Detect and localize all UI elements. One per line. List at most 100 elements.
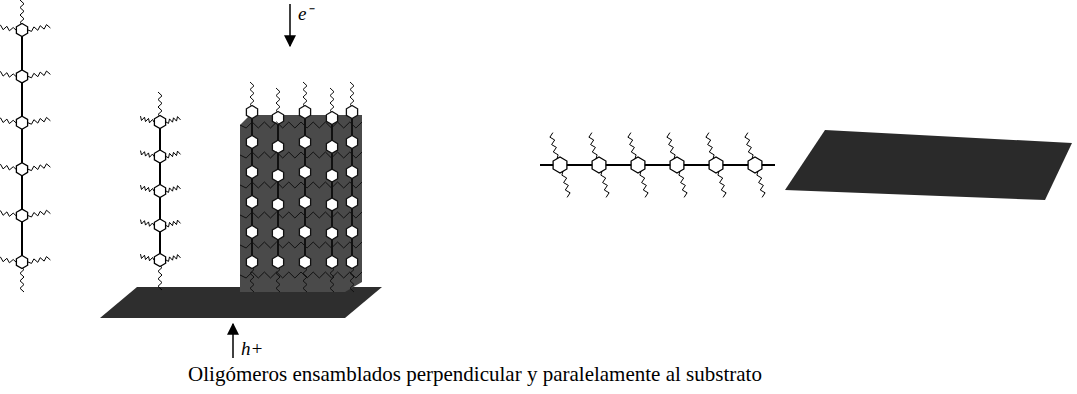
bond-stroke [351, 112, 353, 262]
benzene-ring [246, 226, 257, 239]
electron-arrow [289, 4, 291, 46]
alkyl-chain [240, 242, 362, 248]
alkyl-chain [240, 152, 362, 158]
alkyl-chain [0, 256, 16, 263]
bond-stroke [21, 30, 23, 262]
benzene-ring [272, 140, 283, 153]
hole-arrow [232, 324, 234, 358]
benzene-ring [346, 166, 357, 179]
benzene-ring [326, 140, 337, 153]
alkyl-chain [166, 255, 181, 262]
benzene-ring [16, 256, 27, 269]
benzene-ring [748, 157, 762, 173]
carrier-label: e⁻ [298, 0, 312, 26]
alkyl-chain [757, 171, 765, 197]
benzene-ring [553, 157, 567, 173]
benzene-ring [272, 112, 283, 125]
benzene-ring [246, 196, 257, 209]
benzene-ring [154, 150, 165, 163]
alkyl-chain [718, 171, 726, 197]
alkyl-chain [240, 212, 362, 218]
alkyl-chain [240, 122, 362, 128]
benzene-ring [670, 157, 684, 173]
alkyl-chain [28, 210, 50, 217]
figure-caption: Oligómeros ensamblados perpendicular y p… [188, 362, 762, 387]
benzene-ring [299, 256, 310, 269]
benzene-ring [326, 112, 337, 125]
benzene-ring [346, 256, 357, 269]
benzene-ring [299, 136, 310, 149]
alkyl-chain [166, 220, 181, 227]
alkyl-chain [628, 133, 636, 159]
alkyl-chain [0, 70, 16, 77]
benzene-ring [154, 116, 165, 129]
benzene-ring [154, 185, 165, 198]
benzene-ring [246, 166, 257, 179]
benzene-ring [246, 136, 257, 149]
alkyl-chain [141, 185, 155, 192]
benzene-ring [16, 163, 27, 176]
alkyl-chain [601, 171, 609, 197]
benzene-ring [16, 24, 27, 37]
alkyl-chain [550, 133, 558, 159]
alkyl-chain [0, 163, 16, 170]
benzene-ring [272, 169, 283, 182]
alkyl-chain [141, 254, 155, 261]
alkyl-chain [28, 257, 50, 264]
benzene-ring [272, 256, 283, 269]
benzene-ring [592, 157, 606, 173]
bond-stroke [540, 164, 775, 166]
alkyl-chain [141, 220, 155, 227]
alkyl-chain [28, 25, 50, 32]
alkyl-chain [667, 133, 675, 159]
alkyl-chain [28, 71, 50, 78]
alkyl-chain [745, 133, 753, 159]
benzene-ring [346, 136, 357, 149]
bond-stroke [251, 112, 253, 262]
benzene-ring [299, 166, 310, 179]
benzene-ring [326, 227, 337, 240]
benzene-ring [346, 196, 357, 209]
benzene-ring [154, 219, 165, 232]
benzene-ring [326, 169, 337, 182]
benzene-ring [154, 254, 165, 267]
benzene-ring [16, 70, 27, 83]
benzene-ring [246, 106, 257, 119]
benzene-ring [16, 209, 27, 222]
alkyl-chain [166, 186, 181, 193]
benzene-ring [326, 256, 337, 269]
benzene-ring [631, 157, 645, 173]
alkyl-chain [589, 133, 597, 159]
benzene-ring [16, 116, 27, 129]
substrate [785, 130, 1072, 200]
benzene-ring [709, 157, 723, 173]
alkyl-chain [166, 117, 181, 124]
alkyl-chain [0, 24, 16, 31]
alkyl-chain [0, 210, 16, 217]
benzene-ring [299, 226, 310, 239]
alkyl-chain [640, 171, 648, 197]
benzene-ring [346, 226, 357, 239]
alkyl-chain [240, 272, 362, 278]
alkyl-chain [141, 151, 155, 158]
alkyl-chain [141, 116, 155, 123]
benzene-ring [346, 106, 357, 119]
benzene-ring [246, 256, 257, 269]
molecule-strokes [0, 0, 775, 292]
alkyl-chain [0, 117, 16, 124]
benzene-ring [326, 198, 337, 211]
benzene-ring [272, 198, 283, 211]
carrier-label: h+ [241, 338, 263, 360]
alkyl-chain [679, 171, 687, 197]
alkyl-chain [240, 182, 362, 188]
alkyl-chain [706, 133, 714, 159]
benzene-ring [299, 106, 310, 119]
alkyl-chain [562, 171, 570, 197]
alkyl-chain [166, 151, 181, 158]
benzene-ring [272, 227, 283, 240]
oligomer-stack [240, 115, 362, 292]
alkyl-chain [28, 164, 50, 171]
benzene-ring [299, 196, 310, 209]
alkyl-chain [28, 117, 50, 124]
